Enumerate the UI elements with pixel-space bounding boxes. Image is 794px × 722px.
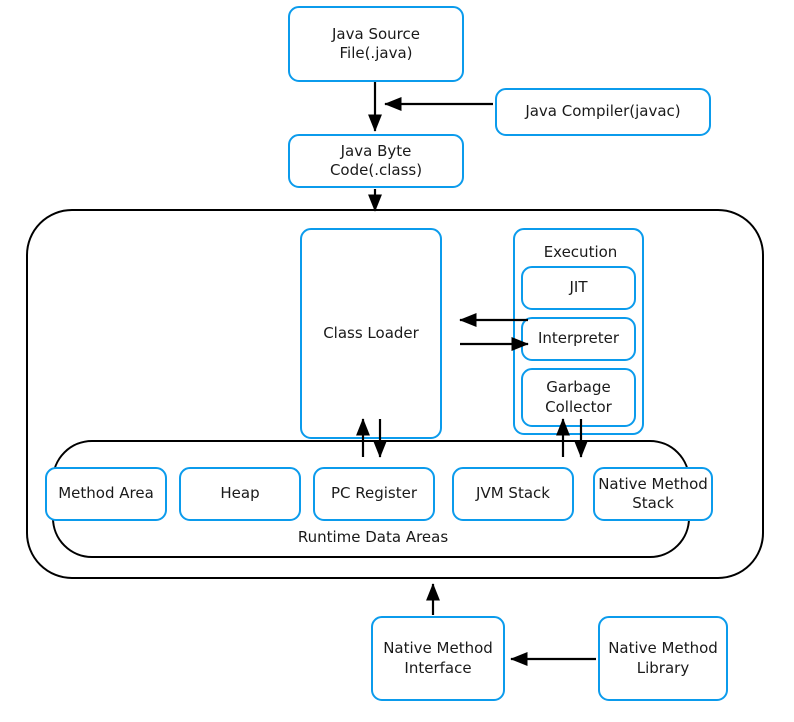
node-heap[interactable]: Heap [179,467,301,521]
node-java-compiler[interactable]: Java Compiler(javac) [495,88,711,136]
node-method-area[interactable]: Method Area [45,467,167,521]
node-native-method-library[interactable]: Native Method Library [598,616,728,701]
node-execution-group[interactable]: Execution [513,228,644,435]
node-java-byte-code[interactable]: Java Byte Code(.class) [288,134,464,188]
node-pc-register[interactable]: PC Register [313,467,435,521]
jvm-container [26,209,764,579]
node-java-source-file[interactable]: Java Source File(.java) [288,6,464,82]
node-garbage-collector[interactable]: Garbage Collector [521,368,636,427]
node-class-loader[interactable]: Class Loader [300,228,442,439]
runtime-data-areas-label: Runtime Data Areas [297,528,449,546]
node-jvm-stack[interactable]: JVM Stack [452,467,574,521]
node-native-method-stack[interactable]: Native Method Stack [593,467,713,521]
node-native-method-interface[interactable]: Native Method Interface [371,616,505,701]
execution-title: Execution [543,243,618,261]
node-jit[interactable]: JIT [521,266,636,310]
node-interpreter[interactable]: Interpreter [521,317,636,361]
